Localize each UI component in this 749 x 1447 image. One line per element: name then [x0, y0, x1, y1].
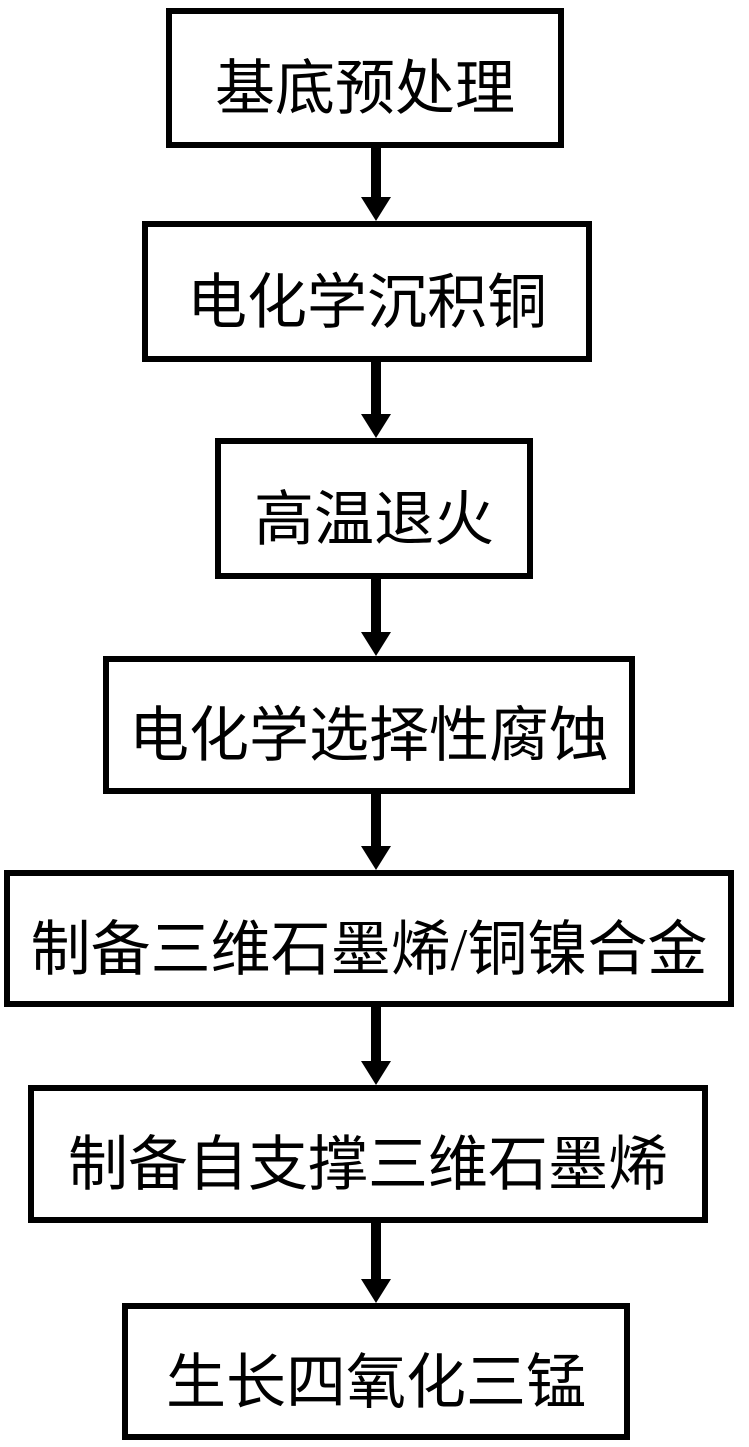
arrow-shaft [371, 148, 381, 199]
flow-arrow-4 [361, 794, 391, 870]
arrow-shaft [371, 579, 381, 634]
flow-arrow-3 [361, 579, 391, 656]
arrow-down-icon [361, 1061, 391, 1085]
step-label: 制备自支撑三维石墨烯 [68, 1132, 668, 1198]
step-label: 生长四氧化三锰 [166, 1349, 586, 1416]
flow-arrow-5 [361, 1007, 391, 1085]
arrow-shaft [371, 1223, 381, 1281]
arrow-down-icon [361, 846, 391, 870]
step-grow-mn3o4: 生长四氧化三锰 [122, 1303, 630, 1440]
flow-arrow-6 [361, 1223, 391, 1303]
step-electrochemical-copper-deposition: 电化学沉积铜 [142, 221, 592, 362]
step-electrochemical-selective-etching: 电化学选择性腐蚀 [103, 656, 635, 794]
arrow-shaft [371, 362, 381, 416]
step-label: 制备三维石墨烯/铜镍合金 [30, 916, 708, 983]
arrow-down-icon [361, 1279, 391, 1303]
flow-arrow-2 [361, 362, 391, 438]
step-substrate-pretreatment: 基底预处理 [166, 8, 564, 148]
step-label: 高温退火 [254, 486, 494, 553]
step-prepare-freestanding-3d-graphene: 制备自支撑三维石墨烯 [28, 1085, 708, 1223]
arrow-shaft [371, 794, 381, 848]
step-label: 电化学选择性腐蚀 [129, 703, 609, 769]
step-label: 基底预处理 [215, 56, 515, 122]
flow-arrow-1 [361, 148, 391, 221]
arrow-down-icon [361, 414, 391, 438]
arrow-shaft [371, 1007, 381, 1063]
arrow-down-icon [361, 197, 391, 221]
step-high-temperature-annealing: 高温退火 [215, 438, 533, 579]
arrow-down-icon [361, 632, 391, 656]
step-prepare-3d-graphene-cuni-alloy: 制备三维石墨烯/铜镍合金 [4, 870, 734, 1007]
step-label: 电化学沉积铜 [187, 269, 547, 336]
